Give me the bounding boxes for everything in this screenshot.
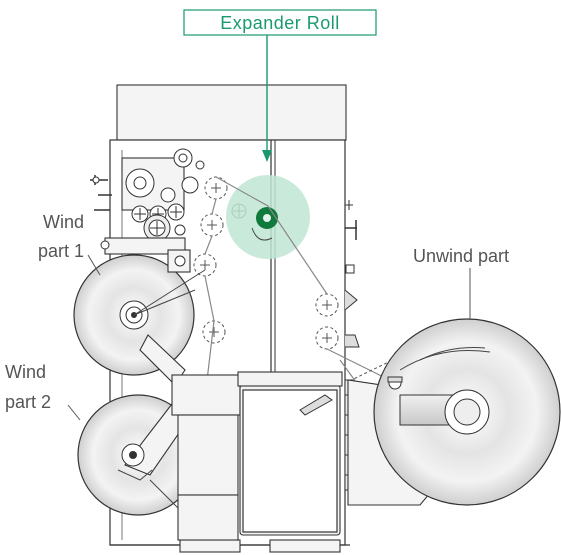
unwind-part-label: Unwind part bbox=[413, 246, 509, 266]
wind-reel-1 bbox=[73, 237, 206, 386]
wind-reel-2 bbox=[77, 374, 241, 541]
expander-roll-callout: Expander Roll bbox=[183, 9, 377, 162]
upper-roller-cluster bbox=[90, 148, 205, 242]
slitter-unit bbox=[237, 371, 343, 536]
expander-roll-label: Expander Roll bbox=[220, 13, 340, 33]
unwind-part-callout: Unwind part bbox=[413, 246, 509, 320]
expander-roll bbox=[226, 175, 310, 259]
expander-roll-label-box bbox=[183, 9, 377, 36]
wind-part-2-callout: Wind part 2 bbox=[5, 362, 81, 421]
unwind-reel bbox=[347, 318, 561, 506]
wind-part-1-callout: Wind part 1 bbox=[38, 212, 101, 276]
wind-part-2-label-line2: part 2 bbox=[5, 392, 51, 412]
wind-part-1-label-line2: part 1 bbox=[38, 241, 84, 261]
top-housing bbox=[116, 84, 347, 141]
wind-part-1-label-line1: Wind bbox=[43, 212, 84, 232]
expander-roll-arrowhead bbox=[262, 150, 272, 162]
wind-part-2-label-line1: Wind bbox=[5, 362, 46, 382]
